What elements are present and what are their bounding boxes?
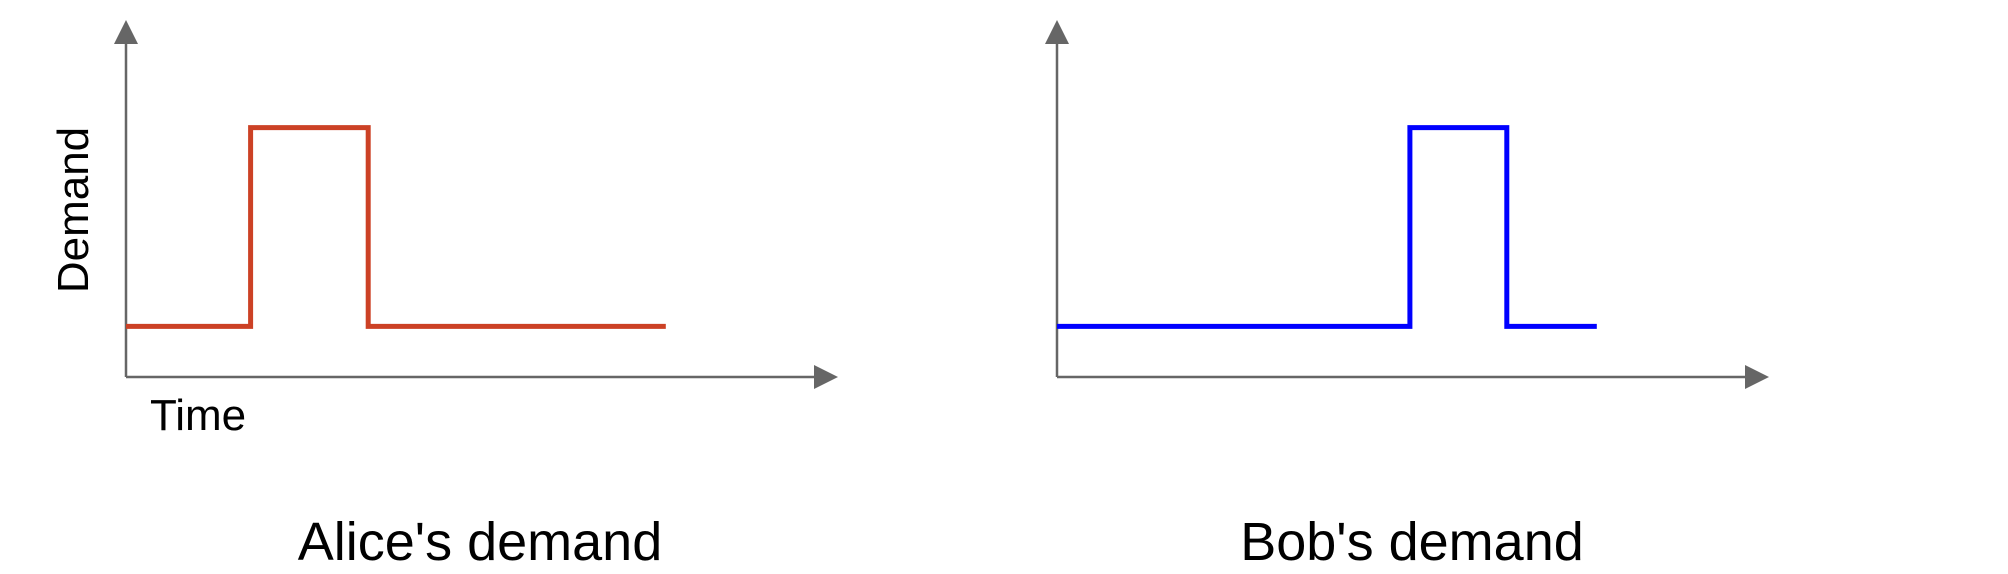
alice-y-axis-arrow [114,20,138,44]
bob-demand-series-line [1057,125,1597,329]
bob-demand-chart: Bob's demand [1045,20,1769,572]
alice-y-axis-label: Demand [49,127,98,293]
bob-chart-title: Bob's demand [1240,512,1584,572]
alice-chart-title: Alice's demand [298,512,663,572]
bob-x-axis-arrow [1745,365,1769,389]
bob-y-axis-arrow [1045,20,1069,44]
alice-demand-chart: Demand Time Alice's demand [49,20,838,572]
alice-x-axis-arrow [814,365,838,389]
alice-x-axis-label: Time [150,391,246,440]
alice-demand-series-line [126,125,666,329]
